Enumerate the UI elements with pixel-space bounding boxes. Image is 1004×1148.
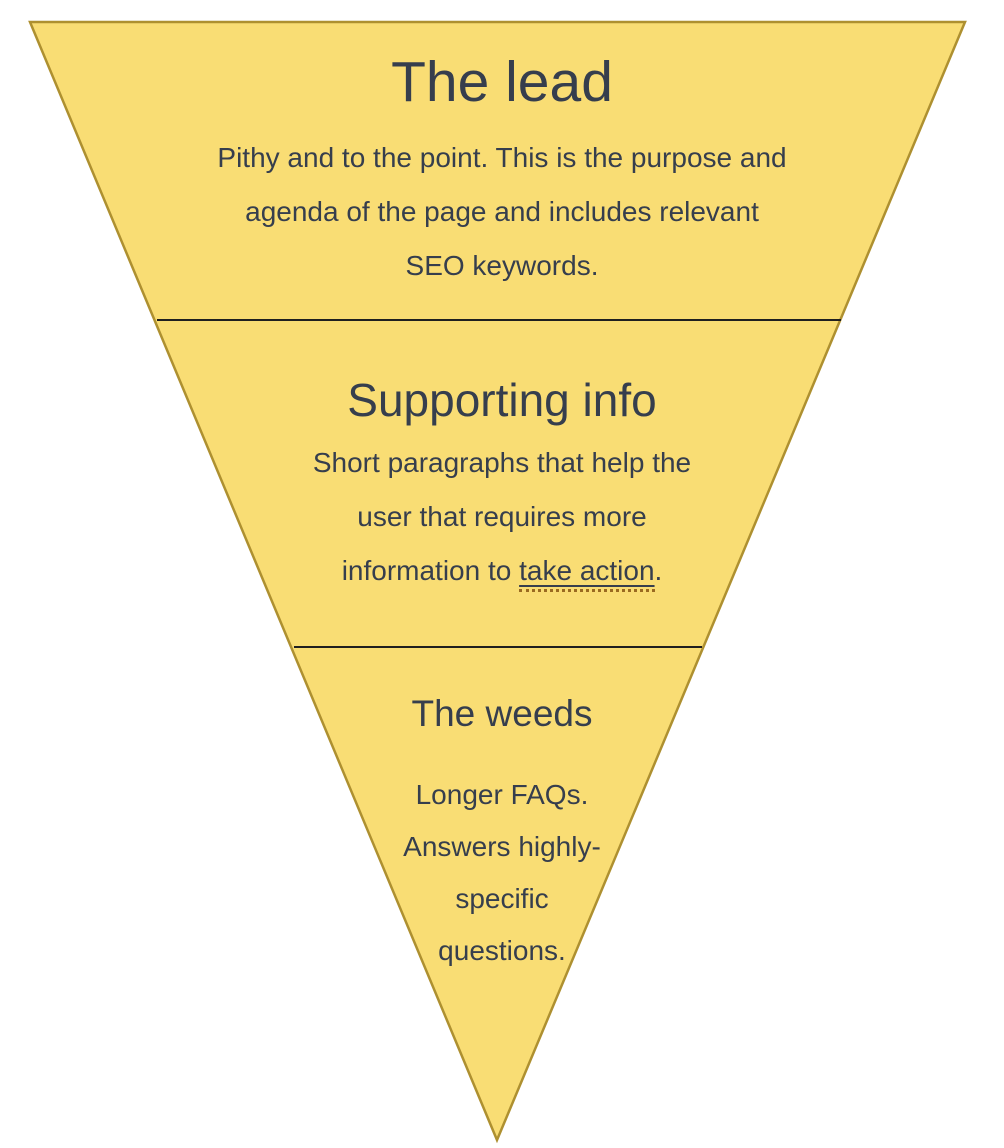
- take-action-link[interactable]: take action: [519, 555, 655, 592]
- body-line-prefix: information to: [341, 555, 520, 586]
- funnel-triangle-shape: [28, 20, 967, 1144]
- body-line-suffix: .: [654, 555, 663, 586]
- section-title-supporting-info: Supporting info: [347, 374, 657, 426]
- body-line: specific: [455, 883, 549, 914]
- section-title-the-weeds: The weeds: [411, 693, 593, 734]
- body-line: Pithy and to the point. This is the purp…: [217, 142, 787, 173]
- body-line: agenda of the page and includes relevant: [245, 196, 759, 227]
- body-line: SEO keywords.: [405, 250, 599, 281]
- body-line: Longer FAQs.: [415, 779, 589, 810]
- section-body-supporting-info: Short paragraphs that help the user that…: [0, 436, 1004, 598]
- section-title-the-lead: The lead: [391, 50, 613, 114]
- body-line: questions.: [438, 935, 566, 966]
- body-line: user that requires more: [357, 501, 647, 532]
- body-line-with-link: information to take action.: [0, 544, 1004, 598]
- section-body-the-weeds: Longer FAQs. Answers highly- specific qu…: [0, 769, 1004, 977]
- body-line: Short paragraphs that help the: [312, 447, 692, 478]
- body-line: Answers highly-: [403, 831, 601, 862]
- section-body-the-lead: Pithy and to the point. This is the purp…: [0, 131, 1004, 293]
